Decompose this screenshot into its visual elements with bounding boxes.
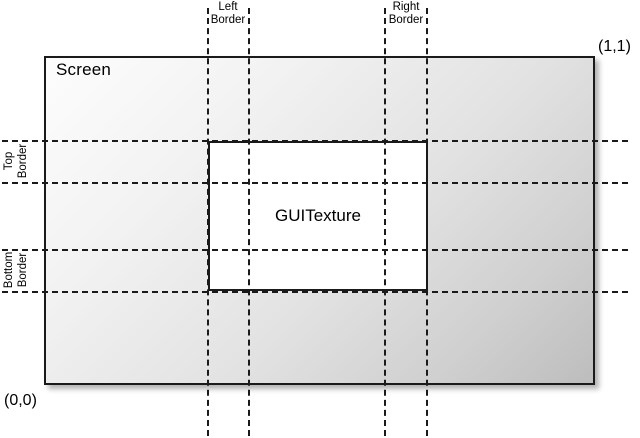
guide-line-bottom-border-inner xyxy=(2,249,628,251)
guitexture-rectangle xyxy=(208,141,428,291)
right-border-label-line1: Right xyxy=(392,1,420,13)
bottom-border-label-line2: Border xyxy=(16,252,29,288)
guide-line-right-border-inner xyxy=(384,8,386,436)
left-border-label-line2: Border xyxy=(210,14,246,26)
coordinate-top-right: (1,1) xyxy=(598,38,631,55)
right-border-label: Right Border xyxy=(378,1,434,27)
bottom-border-label: Bottom Border xyxy=(3,249,30,291)
left-border-label-line1: Left xyxy=(218,1,238,13)
top-border-label: Top Border xyxy=(3,140,30,182)
guide-line-bottom-border-outer xyxy=(2,291,628,293)
guide-line-top-border-outer xyxy=(2,140,628,142)
screen-label: Screen xyxy=(56,60,112,79)
top-border-label-line1: Top xyxy=(3,151,15,171)
right-border-label-line2: Border xyxy=(388,14,424,26)
guide-line-left-border-inner xyxy=(248,8,250,436)
guide-line-top-border-inner xyxy=(2,182,628,184)
guide-line-right-border-outer xyxy=(426,8,428,436)
bottom-border-label-line1: Bottom xyxy=(3,251,15,289)
guitexture-label: GUITexture xyxy=(275,206,361,225)
guide-line-left-border-outer xyxy=(207,8,209,436)
left-border-label: Left Border xyxy=(200,1,256,27)
coordinate-bottom-left: (0,0) xyxy=(4,392,37,409)
top-border-label-line2: Border xyxy=(16,143,29,179)
